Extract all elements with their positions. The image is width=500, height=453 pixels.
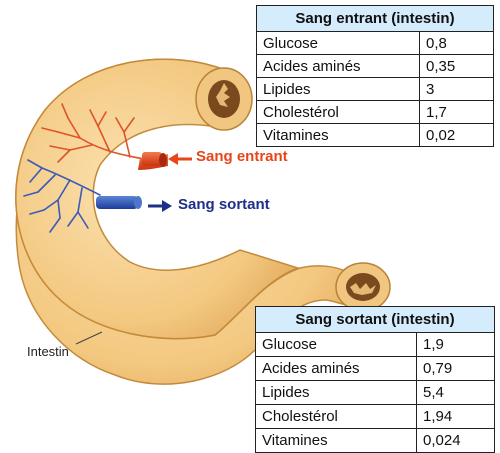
nutrient-value: 1,94 bbox=[416, 404, 495, 429]
nutrient-value: 0,79 bbox=[416, 356, 495, 381]
nutrient-value: 0,02 bbox=[419, 123, 494, 147]
lower-villi bbox=[350, 283, 376, 295]
nutrient-value: 3 bbox=[419, 77, 494, 101]
red-capillaries bbox=[41, 103, 151, 163]
nutrient-value: 0,024 bbox=[416, 428, 495, 453]
nutrient-value: 1,7 bbox=[419, 100, 494, 124]
outgoing-blood-label: Sang sortant bbox=[178, 196, 270, 213]
nutrient-name: Cholestérol bbox=[255, 404, 417, 429]
outgoing-vessel-opening bbox=[134, 196, 142, 209]
upper-villi bbox=[216, 83, 230, 107]
incoming-arrow bbox=[168, 153, 192, 165]
outgoing-table-title: Sang sortant (intestin) bbox=[255, 306, 495, 333]
nutrient-value: 5,4 bbox=[416, 380, 495, 405]
nutrient-name: Lipides bbox=[256, 77, 420, 101]
nutrient-value: 1,9 bbox=[416, 332, 495, 357]
incoming-vessel-opening bbox=[159, 153, 167, 167]
nutrient-name: Glucose bbox=[256, 31, 420, 55]
outgoing-vessel bbox=[96, 196, 138, 209]
incoming-blood-label: Sang entrant bbox=[196, 148, 288, 165]
incoming-vessel-main bbox=[142, 152, 162, 166]
nutrient-name: Vitamines bbox=[256, 123, 420, 147]
nutrient-name: Glucose bbox=[255, 332, 417, 357]
nutrient-name: Acides aminés bbox=[255, 356, 417, 381]
nutrient-value: 0,35 bbox=[419, 54, 494, 78]
outgoing-arrow bbox=[148, 200, 172, 212]
incoming-table-title: Sang entrant (intestin) bbox=[256, 5, 494, 32]
nutrient-name: Lipides bbox=[255, 380, 417, 405]
nutrient-name: Acides aminés bbox=[256, 54, 420, 78]
nutrient-name: Cholestérol bbox=[256, 100, 420, 124]
blue-capillaries bbox=[23, 159, 101, 233]
intestine-label: Intestin bbox=[27, 344, 69, 359]
nutrient-value: 0,8 bbox=[419, 31, 494, 55]
intestine-pointer-line bbox=[75, 331, 103, 345]
nutrient-name: Vitamines bbox=[255, 428, 417, 453]
